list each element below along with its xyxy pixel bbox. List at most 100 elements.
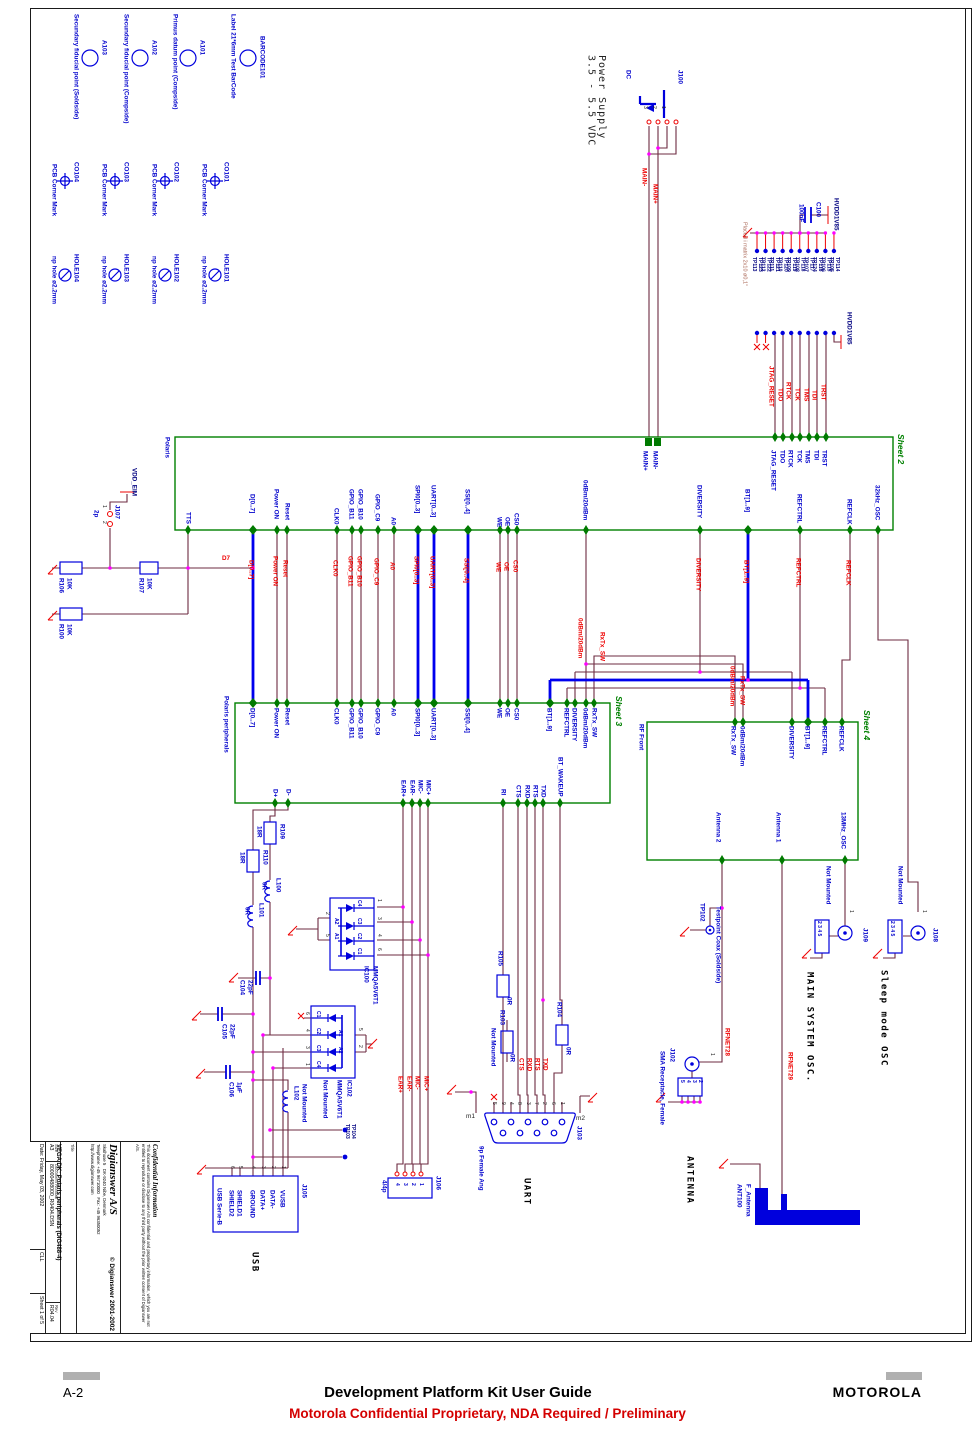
net-label: 0dBm/20dBm: [728, 666, 736, 707]
sheet2-block: [174, 436, 894, 531]
pin-number: 3: [402, 1183, 409, 1186]
test-point: [754, 330, 760, 336]
testpoint-label: TP118: [799, 257, 806, 272]
confidential-text: This document contains Digianswer A/S co…: [135, 1144, 152, 1327]
component-label: J106: [434, 1176, 442, 1191]
component-label: 10K: [145, 578, 153, 590]
component-label: MAIN+: [641, 451, 649, 471]
testpoint-label: TP117: [808, 257, 815, 272]
component-label: 2p: [92, 510, 100, 518]
test-point: [342, 1154, 348, 1160]
junction-dot: [271, 1066, 275, 1070]
test-point: [823, 248, 828, 254]
net-label: Power ON: [271, 556, 279, 587]
pin-number: 2: [410, 1183, 417, 1186]
testpoint-label: TP119: [791, 257, 798, 272]
test-point: [814, 248, 820, 254]
component-label: GPIO_B11: [347, 708, 355, 739]
pin-number: 4: [508, 1102, 515, 1105]
sheet-pin: [429, 525, 439, 535]
resistor-bodies: [59, 561, 569, 1054]
sheet-pin: [425, 798, 431, 808]
component-label: CO103: [122, 162, 130, 182]
sheet-pin: [789, 717, 795, 727]
sheet-pin: [583, 698, 589, 708]
pin-number: 1: [660, 106, 667, 109]
testpoint-label: TP116: [816, 257, 823, 272]
pin-number: 2 3 4 5: [889, 921, 896, 937]
sheet-pin: [847, 525, 853, 535]
pin-number: 1: [304, 1063, 311, 1066]
test-point: [789, 330, 794, 336]
sheet-pin: [803, 717, 813, 727]
net-label: TDI: [810, 390, 818, 401]
sheet-pin: [349, 525, 355, 535]
junction-dot: [469, 1090, 473, 1094]
f-antenna-shape: [755, 1188, 860, 1225]
component-label: Not Mounted: [489, 1028, 497, 1067]
component-label: CLK0: [332, 508, 340, 525]
capacitor-plates: [217, 207, 812, 1079]
sheet-pin: [514, 525, 520, 535]
component-label: REFCTRL: [562, 708, 570, 738]
component-label: RxTx_SW: [729, 726, 737, 756]
pin-number: A1: [333, 933, 340, 940]
component-label: EAR+: [399, 780, 407, 797]
component-label: D+: [271, 789, 279, 798]
pin-number: 1: [376, 899, 383, 902]
component-label: SMA Receptacle, Female: [658, 1051, 666, 1125]
component-label: HOLE101: [222, 254, 230, 282]
component-label: MMQA5V6T1: [335, 1080, 343, 1119]
component-label: Secundary fiducial point (Soldside): [72, 14, 80, 120]
component-label: TP102: [698, 903, 706, 922]
sheet-pin: [557, 798, 563, 808]
address-line2: DK-9240 Nibe, Denmark: [102, 1168, 107, 1216]
net-label: RxTx_SW: [598, 632, 606, 662]
pin-number: 1: [101, 505, 108, 508]
pin-number: 4: [394, 1183, 401, 1186]
net-label: SSI[0..4]: [462, 558, 470, 583]
junction-dot: [763, 231, 768, 235]
component-label: J108: [931, 928, 939, 943]
component-label: SSI[0..4]: [463, 489, 471, 514]
component-label: CO102: [172, 162, 180, 182]
sheet-pin: [779, 855, 785, 865]
component-label: Antenna 1: [774, 812, 782, 843]
component-label: 0R: [508, 1054, 516, 1063]
component-label: MIC+: [424, 780, 432, 796]
pin-number: 2: [324, 912, 331, 915]
pin-number: 6: [550, 1102, 557, 1105]
diode-glyph: [346, 937, 354, 945]
sheet-pin: [732, 717, 738, 727]
sheet-pin: [697, 525, 703, 535]
net-label: MIC-: [413, 1076, 421, 1090]
component-label: TCK: [795, 450, 803, 463]
sheet-pin: [391, 698, 397, 708]
component-label: RI: [499, 789, 507, 796]
component-label: R106: [57, 578, 65, 594]
sheet-pin: [248, 525, 258, 535]
diode-glyph: [338, 908, 374, 956]
component-label: RTCK: [786, 450, 794, 468]
pin-number: 3: [525, 1102, 532, 1105]
test-point: [780, 330, 785, 336]
sheet-pin: [349, 698, 355, 708]
sheet-pin: [743, 525, 753, 535]
component-label: 32kHz_OSC: [873, 485, 881, 521]
title-block: Confidential Information This document c…: [30, 1141, 160, 1333]
junction-dot: [251, 566, 255, 570]
sheet-pin: [413, 525, 423, 535]
testpoint-label: TP107: [802, 257, 809, 272]
testpoint-label: TP103: [344, 1124, 351, 1139]
sheet-pin: [797, 432, 803, 442]
testpoint-label: TP121: [774, 257, 781, 272]
sheet-pin: [514, 698, 520, 708]
net-label: D[0..7]: [247, 560, 255, 580]
main-minus-pin: [654, 438, 661, 446]
section-label: Sleep mode OSC: [878, 970, 889, 1067]
sheet-pin: [823, 432, 829, 442]
net-label: REFCTRL: [794, 558, 802, 588]
component-label: ANT100: [735, 1184, 743, 1208]
component-label: 0R: [505, 997, 513, 1006]
